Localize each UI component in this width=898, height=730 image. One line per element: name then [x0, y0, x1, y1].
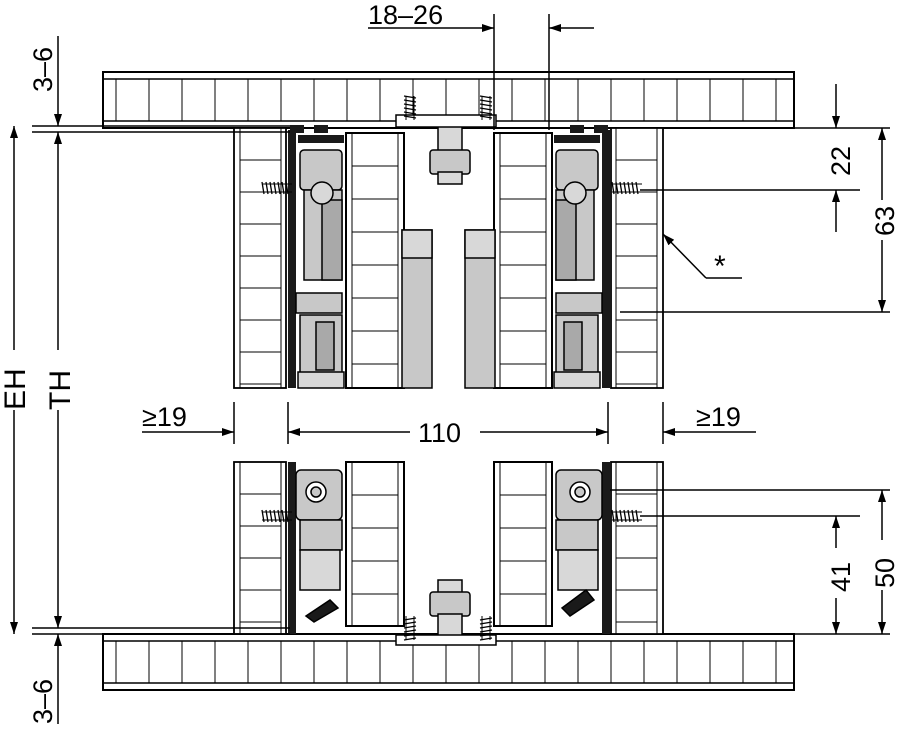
right-door-upper	[493, 132, 553, 389]
left-lower-guide	[295, 469, 343, 623]
gap-dimension-label: 18–26	[368, 0, 443, 30]
right-side-panel-lower	[610, 461, 664, 635]
right-side-panel-upper	[610, 127, 664, 389]
bottom-panel-cells	[115, 641, 777, 683]
dim-63-label: 63	[870, 206, 898, 236]
eh-label: EH	[0, 368, 32, 410]
right-door-lower	[493, 461, 553, 627]
screws	[261, 95, 642, 641]
top-panel-cells	[115, 79, 777, 121]
right-upper-carrier	[464, 149, 603, 389]
right-lower-guide	[555, 469, 603, 617]
dim-22-label: 22	[826, 146, 856, 176]
dimension-lines	[10, 14, 890, 724]
left-min-label: ≥19	[142, 402, 187, 432]
note-asterisk: *	[714, 250, 726, 283]
left-side-panel-upper	[233, 127, 287, 389]
rail-profiles	[288, 125, 610, 634]
center-width-label: 110	[418, 418, 461, 448]
top-center-guide	[395, 114, 497, 185]
right-min-label: ≥19	[696, 402, 741, 432]
th-label: TH	[44, 370, 77, 410]
top-gap-label: 3–6	[28, 47, 58, 92]
bottom-gap-label: 3–6	[28, 679, 58, 724]
bottom-center-guide	[395, 579, 497, 646]
left-door-lower	[345, 461, 405, 627]
left-side-panel-lower	[233, 461, 287, 635]
dim-50-label: 50	[870, 558, 898, 588]
left-door-upper	[345, 132, 405, 389]
left-upper-carrier	[295, 149, 433, 389]
dim-41-label: 41	[826, 562, 856, 592]
